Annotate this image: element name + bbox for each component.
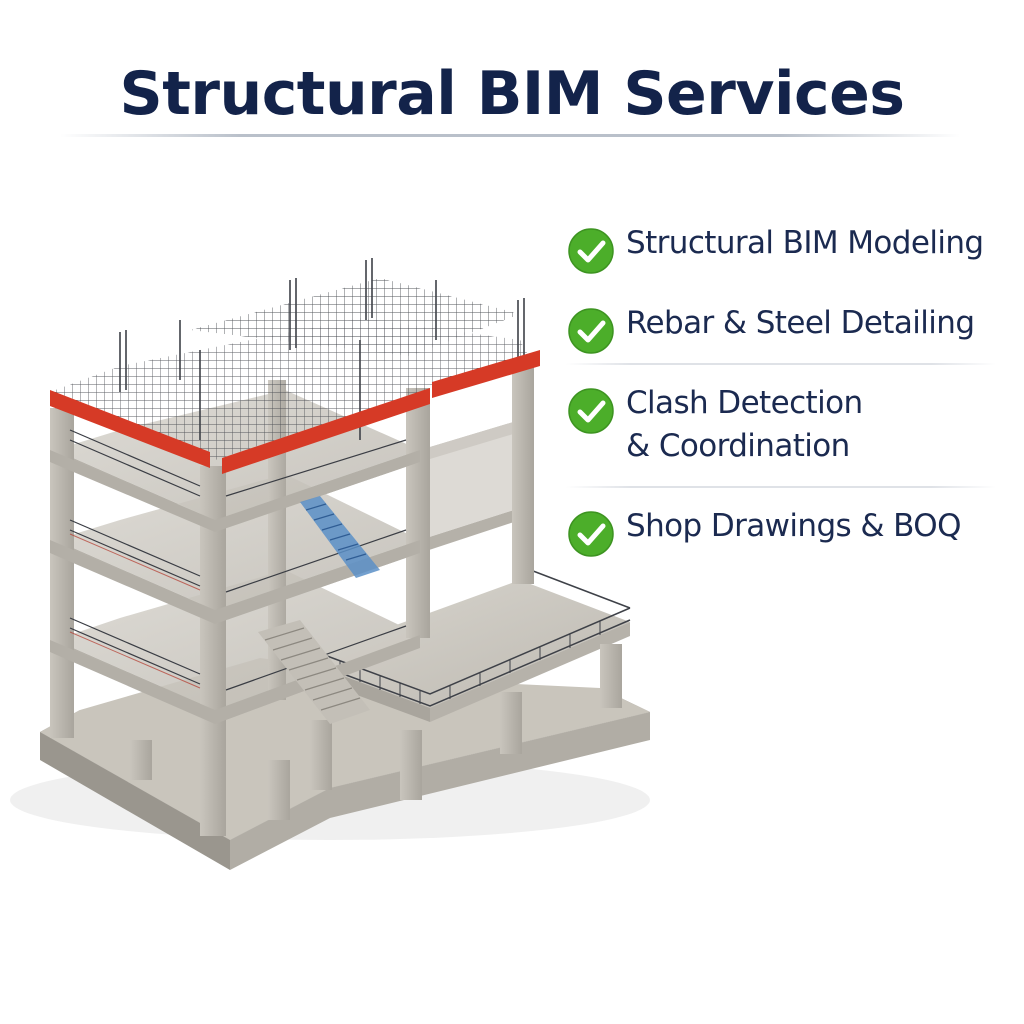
check-icon: [568, 308, 614, 354]
feature-item: Rebar & Steel Detailing: [566, 302, 996, 365]
check-icon: [568, 511, 614, 557]
feature-item: Structural BIM Modeling: [566, 222, 996, 285]
page-title: Structural BIM Services: [119, 59, 906, 129]
feature-label: Structural BIM Modeling: [626, 225, 984, 261]
building-structure-illustration: [10, 258, 650, 870]
check-icon: [568, 388, 614, 434]
feature-label-line-2: & Coordination: [626, 428, 850, 464]
feature-item: Clash Detection & Coordination: [566, 382, 996, 488]
feature-list: Structural BIM Modeling Rebar & Steel De…: [566, 222, 996, 585]
feature-label: Rebar & Steel Detailing: [626, 305, 975, 341]
title-divider: [60, 134, 960, 137]
feature-item: Shop Drawings & BOQ: [566, 505, 996, 568]
feature-label: Clash Detection: [626, 385, 863, 421]
feature-label: Shop Drawings & BOQ: [626, 508, 961, 544]
check-icon: [568, 228, 614, 274]
